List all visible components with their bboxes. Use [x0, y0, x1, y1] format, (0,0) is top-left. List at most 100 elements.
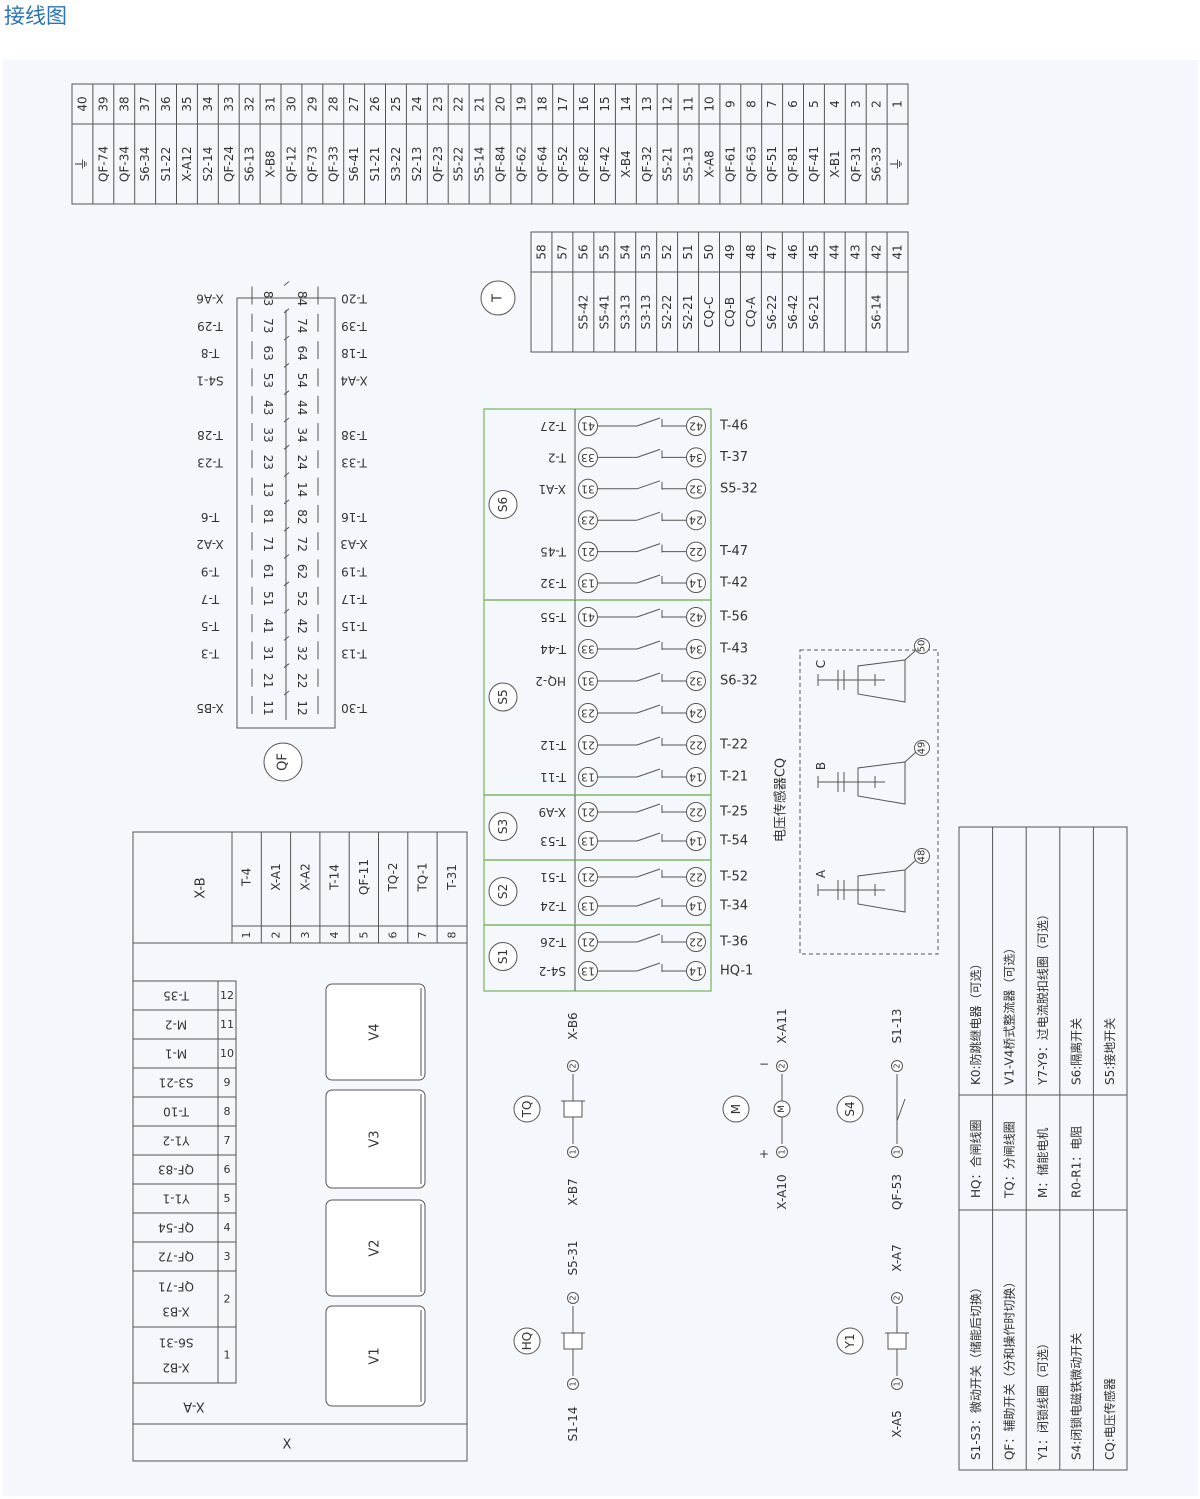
qf-right-label: T-18 — [341, 346, 368, 360]
qf-contact-blade — [283, 608, 290, 614]
xa-row-number: 4 — [224, 1221, 231, 1234]
cq-terminal-number: 50 — [917, 640, 928, 653]
xa-row-label: X-B3 — [162, 1304, 189, 1318]
top-terminal-label: S5-13 — [682, 147, 696, 182]
qf-contact-number: 32 — [295, 646, 309, 661]
xa-row — [132, 1326, 237, 1384]
switch-symbol-label: S2 — [496, 884, 510, 899]
switch-symbol-label: S3 — [496, 819, 510, 834]
cq-phase-label: A — [814, 869, 828, 878]
t-terminal-label: S6-22 — [765, 295, 779, 330]
top-terminal-number: 27 — [347, 96, 361, 111]
top-terminal-number: 32 — [243, 96, 257, 111]
qf-right-label: T-39 — [341, 319, 368, 333]
switch-terminal-number: 21 — [581, 545, 595, 558]
switch-terminal-number: 14 — [689, 965, 703, 978]
xb-terminal-number: 2 — [269, 932, 282, 939]
switch-terminal-number: 32 — [689, 482, 703, 495]
top-terminal-label: QF-32 — [640, 146, 654, 182]
qf-contact-blade — [283, 581, 290, 587]
xa-row-number: 10 — [220, 1047, 234, 1060]
top-terminal-label: QF-74 — [96, 146, 110, 182]
cq-label: 电压传感器CQ — [773, 758, 789, 842]
top-terminal-label: S2-13 — [410, 147, 424, 182]
top-terminal-number: 8 — [744, 100, 758, 108]
top-terminal-number: 21 — [473, 96, 487, 111]
device-symbol-label: HQ — [520, 1332, 534, 1350]
xa-row-label: X-B2 — [162, 1360, 189, 1374]
device-terminal-circle — [891, 1292, 903, 1304]
device-symbol-circle — [836, 1327, 864, 1355]
top-terminal-label: QF-64 — [535, 146, 549, 182]
switch-terminal-circle — [686, 510, 706, 531]
switch-left-label: T-53 — [540, 834, 567, 848]
qf-contact-number: 73 — [261, 318, 275, 333]
xb-terminal-number: 5 — [357, 932, 370, 939]
xa-row-number: 2 — [224, 1293, 231, 1306]
device-terminal-number: 2 — [569, 1295, 578, 1300]
top-terminal-label: QF-34 — [117, 146, 131, 182]
top-terminal-label: QF-41 — [807, 146, 821, 182]
xa-row-number: 9 — [224, 1076, 231, 1089]
qf-left-label: S4-1 — [196, 373, 223, 387]
switch-right-label: T-42 — [719, 576, 748, 591]
switch-terminal-circle — [686, 639, 706, 659]
qf-contact-number: 54 — [295, 373, 309, 388]
switch-terminal-number: 21 — [581, 871, 595, 884]
xa-row-number: 1 — [224, 1349, 231, 1362]
xa-row-label: Y1-2 — [163, 1134, 191, 1148]
switch-terminal-number: 24 — [689, 514, 703, 527]
switch-terminal-number: 31 — [581, 675, 595, 688]
switch-terminal-circle — [686, 607, 706, 627]
switch-terminal-number: 14 — [689, 771, 703, 784]
switch-terminal-number: 24 — [689, 707, 703, 720]
legend-entry: QF：辅助开关（分和操作时切换） — [1001, 1276, 1016, 1460]
xb-terminal-number: 8 — [445, 932, 458, 939]
qf-contact-number: 71 — [261, 537, 275, 552]
qf-left-label: T-3 — [201, 646, 220, 660]
switch-terminal-number: 22 — [689, 545, 703, 558]
switch-right-label: S6-32 — [720, 674, 758, 689]
t-terminal-number: 51 — [681, 244, 695, 259]
qf-contact-blade — [283, 363, 290, 368]
switch-symbol-circle — [488, 490, 518, 519]
top-terminal-label: S2-14 — [201, 147, 215, 182]
top-terminal-label: QF-82 — [577, 146, 591, 182]
switch-blade — [636, 736, 661, 746]
device-terminal-number: 1 — [893, 1149, 902, 1154]
legend-entry: S1-S3：微动开关（储能后切换） — [968, 1281, 983, 1460]
legend-entry: K0:防跳继电器（可选） — [968, 957, 983, 1085]
top-terminal-number: 17 — [556, 96, 570, 111]
device-right-label: X-B6 — [566, 1012, 580, 1039]
qf-contact-number: 14 — [295, 482, 309, 497]
qf-contact-number: 52 — [295, 591, 309, 606]
qf-right-label: T-15 — [341, 619, 368, 633]
xb-terminal-number: 7 — [416, 932, 429, 939]
rectifier-label: V4 — [368, 1023, 383, 1040]
page-title: 接线图 — [4, 4, 67, 28]
device-terminal-number: 2 — [893, 1295, 902, 1300]
qf-contact-number: 43 — [261, 400, 275, 415]
legend-entry: TQ：分闸线圈 — [1002, 1121, 1016, 1199]
top-terminal-number: 34 — [201, 96, 215, 111]
xa-row-label: QF-71 — [158, 1280, 194, 1294]
device-symbol-label: S4 — [843, 1101, 857, 1116]
top-terminal-label: S5-22 — [452, 147, 466, 182]
device-symbol-circle — [836, 1095, 864, 1123]
qf-contact-number: 23 — [261, 455, 275, 470]
t-terminal-label: S3-13 — [639, 295, 653, 330]
qf-contact-number: 21 — [261, 673, 275, 688]
switch-terminal-number: 22 — [689, 806, 703, 819]
device-terminal-number: 1 — [893, 1381, 902, 1386]
switch-right-label: T-52 — [719, 870, 748, 885]
top-terminal-number: 7 — [765, 100, 779, 108]
rectifier-box — [325, 1199, 426, 1297]
switch-right-label: T-43 — [719, 642, 748, 657]
xa-row-label: QF-54 — [158, 1221, 194, 1235]
top-terminal-number: 1 — [891, 100, 905, 108]
top-terminal-label: QF-84 — [493, 146, 507, 182]
top-terminal-label: S5-14 — [473, 147, 487, 182]
device-left-label: X-A10 — [775, 1174, 789, 1209]
